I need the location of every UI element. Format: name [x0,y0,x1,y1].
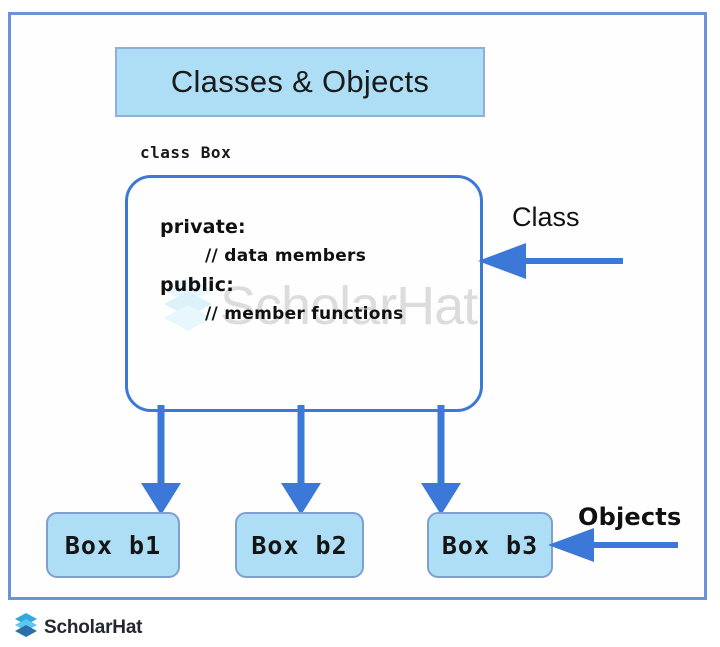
object-box: Box b3 [427,512,553,578]
class-member-line: // data members [205,246,367,266]
object-box: Box b2 [235,512,364,578]
down-arrow-icon [281,405,321,515]
objects-callout-label: Objects [578,503,682,531]
logo-layers-hexagon-icon [14,612,38,643]
class-callout-left-arrow-icon [478,243,623,279]
class-declaration-label: class Box [140,143,232,162]
class-members-list: private: // data members public: // memb… [160,218,480,334]
class-callout-label: Class [512,202,580,232]
footer-brand-name: ScholarHat [44,616,143,638]
page-title: Classes & Objects [170,64,430,99]
down-arrow-icon [141,405,181,515]
down-arrow-icon [421,405,461,515]
object-box: Box b1 [46,512,180,578]
diagram-title-banner: Classes & Objects [115,47,485,117]
object-label: Box b3 [441,530,539,560]
objects-callout-left-arrow-icon [548,528,678,562]
object-label: Box b2 [251,530,348,560]
class-to-object-connectors [125,405,485,520]
footer-brand-logo: ScholarHat [14,612,143,643]
class-member-line: private: [160,216,246,238]
object-label: Box b1 [64,530,162,560]
class-member-line: public: [160,274,235,296]
class-member-line: // member functions [205,304,404,324]
